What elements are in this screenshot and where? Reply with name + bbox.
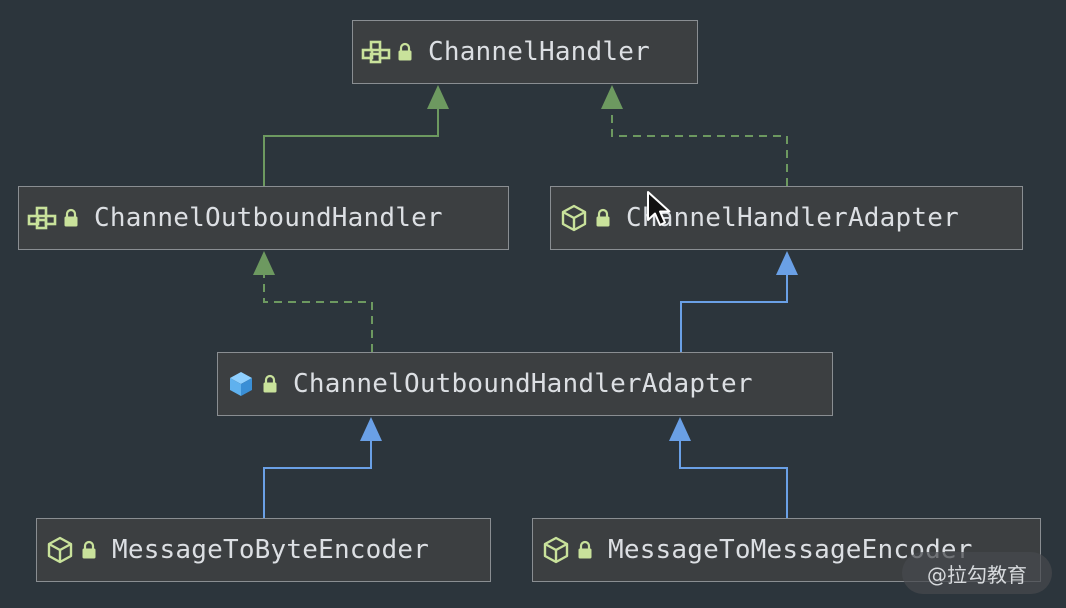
edge-message-to-byte-encoder-to-channel-outbound-handler-adapter [263, 417, 382, 518]
interface-icon [361, 37, 391, 67]
node-channel-outbound-handler[interactable]: ChannelOutboundHandler [18, 186, 509, 250]
edge-line [263, 441, 372, 518]
edge-line [263, 275, 373, 352]
arrowhead-icon [601, 85, 623, 109]
node-channel-outbound-handler-adapter[interactable]: ChannelOutboundHandlerAdapter [217, 352, 833, 416]
arrowhead-icon [427, 85, 449, 109]
node-label: ChannelHandlerAdapter [626, 203, 959, 233]
arrowhead-icon [669, 417, 691, 441]
class-cube-icon [45, 535, 75, 565]
lock-icon [78, 537, 100, 563]
arrowhead-icon [253, 251, 275, 275]
node-label: ChannelHandler [428, 37, 650, 67]
edge-message-to-message-encoder-to-channel-outbound-handler-adapter [669, 417, 788, 518]
lock-icon [592, 205, 614, 231]
edge-channel-handler-adapter-to-channel-handler [601, 85, 788, 186]
lock-icon [259, 371, 281, 397]
class-cube-icon [541, 535, 571, 565]
node-channel-handler[interactable]: ChannelHandler [352, 20, 698, 84]
lock-icon [574, 537, 596, 563]
node-label: ChannelOutboundHandler [94, 203, 443, 233]
watermark-text: @拉勾教育 [927, 562, 1027, 587]
node-channel-handler-adapter[interactable]: ChannelHandlerAdapter [550, 186, 1023, 250]
node-message-to-byte-encoder[interactable]: MessageToByteEncoder [36, 518, 491, 582]
edge-channel-outbound-handler-to-channel-handler [263, 85, 449, 186]
edge-channel-outbound-handler-adapter-to-channel-outbound-handler [253, 251, 373, 352]
edge-line [263, 109, 439, 186]
arrowhead-icon [360, 417, 382, 441]
edge-channel-outbound-handler-adapter-to-channel-handler-adapter [680, 251, 798, 352]
class-cube-icon [559, 203, 589, 233]
node-label: ChannelOutboundHandlerAdapter [293, 369, 753, 399]
watermark: @拉勾教育 [902, 552, 1052, 594]
lock-icon [394, 39, 416, 65]
interface-icon [27, 203, 57, 233]
node-label: MessageToByteEncoder [112, 535, 430, 565]
edge-line [679, 441, 788, 518]
lock-icon [60, 205, 82, 231]
edge-line [611, 109, 788, 186]
edge-line [680, 275, 788, 352]
abstract-class-cube-icon [226, 369, 256, 399]
arrowhead-icon [776, 251, 798, 275]
